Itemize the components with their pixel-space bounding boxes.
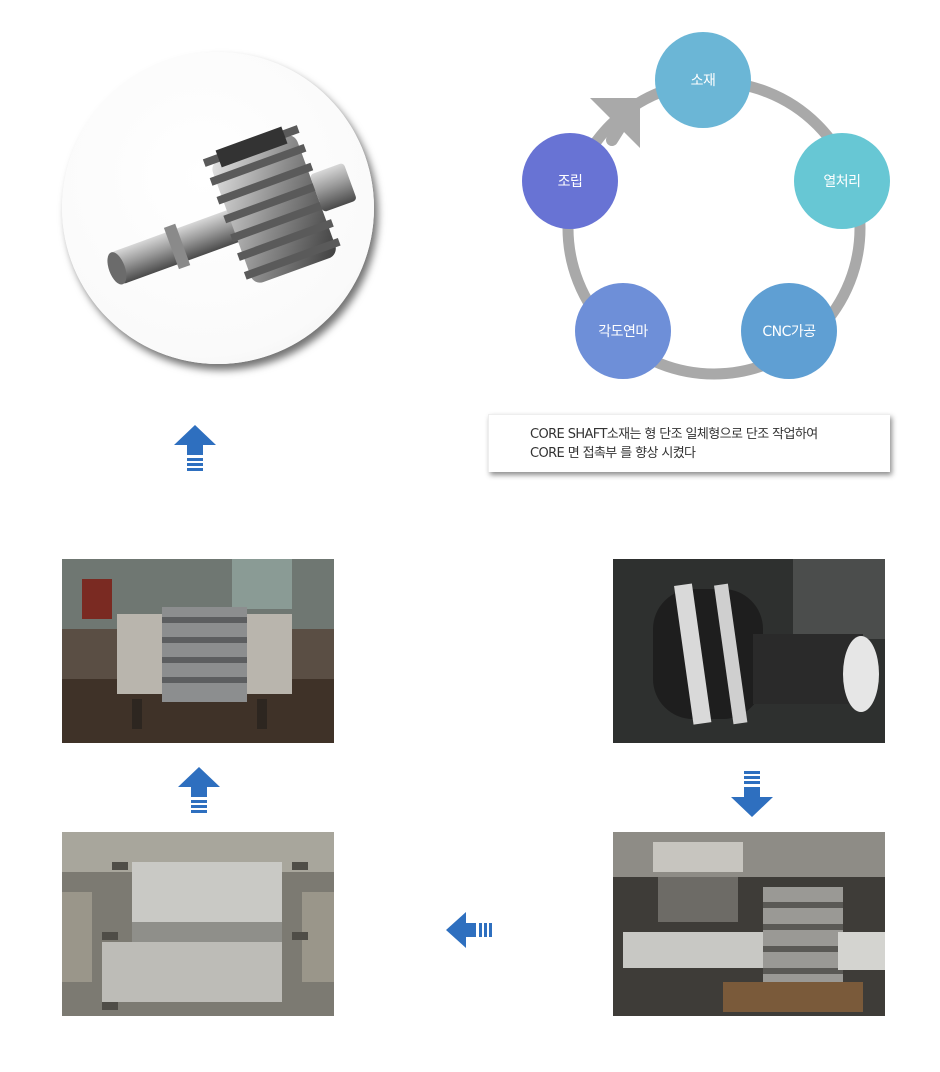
gear-shaft-illustration xyxy=(107,125,356,285)
step-heat-label: 열처리 xyxy=(823,174,861,190)
arrow-icon xyxy=(731,771,773,817)
caption-line-1: CORE SHAFT소재는 형 단조 일체형으로 단조 작업하여 xyxy=(530,427,818,442)
finished-shaft-photo xyxy=(62,52,374,364)
arrow-icon xyxy=(446,912,492,948)
caption-line-2: CORE 면 접촉부 를 향상 시켰다 xyxy=(530,446,696,461)
step-grinding-label: 각도연마 xyxy=(598,324,648,340)
assembled-core-photo xyxy=(62,559,334,743)
forged-material-photo xyxy=(613,559,885,743)
step-assembly-label: 조립 xyxy=(557,174,583,190)
arrow-icon xyxy=(174,425,216,471)
arrow-icon xyxy=(178,767,220,813)
step-heat-treatment: 열처리 xyxy=(794,133,890,229)
step-assembly: 조립 xyxy=(522,133,618,229)
step-angle-grinding: 각도연마 xyxy=(575,283,671,379)
description-caption: CORE SHAFT소재는 형 단조 일체형으로 단조 작업하여 CORE 면 … xyxy=(488,414,890,472)
angle-grinding-photo xyxy=(62,832,334,1016)
step-material-label: 소재 xyxy=(690,73,716,89)
step-cnc-label: CNC가공 xyxy=(762,324,816,340)
cnc-machined-photo xyxy=(613,832,885,1016)
step-material: 소재 xyxy=(655,32,751,128)
curved-arrow-icon xyxy=(590,98,640,148)
step-cnc-machining: CNC가공 xyxy=(741,283,837,379)
